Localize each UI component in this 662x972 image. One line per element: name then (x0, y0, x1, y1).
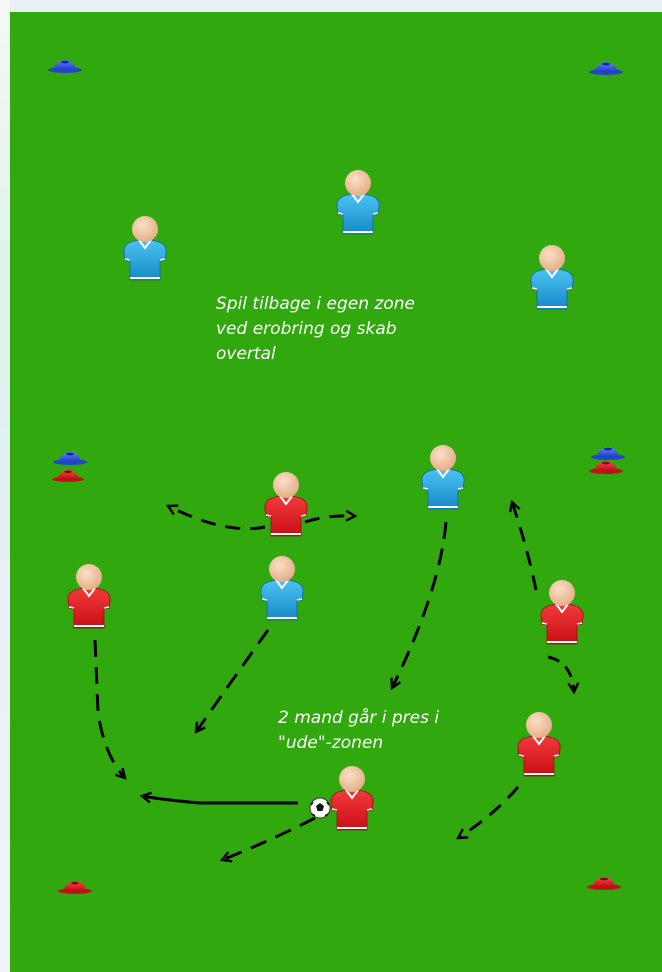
drill-note-top: Spil tilbage i egen zone ved erobring og… (216, 294, 415, 364)
blue-player-right (529, 245, 575, 310)
red-cone-bottom-right (587, 877, 621, 890)
arrow-ball-carrier-down (222, 816, 316, 860)
arrow-red-bottom-right (458, 786, 520, 838)
blue-cone-mid-left (53, 452, 87, 465)
arrow-red-right (304, 516, 355, 524)
blue-player-center (259, 556, 305, 621)
red-player-ball-carrier (329, 766, 375, 831)
background-strip (0, 0, 10, 972)
blue-player-left (122, 216, 168, 281)
blue-cone-mid-right (591, 447, 625, 460)
red-cone-bottom-left (58, 881, 92, 894)
blue-player-mid-right (420, 445, 466, 510)
arrow-red-left (168, 506, 266, 531)
red-cone-mid-left (52, 469, 84, 482)
red-cone-mid-right (589, 461, 623, 474)
blue-player-top (335, 170, 381, 235)
arrow-red-right-up (512, 502, 538, 591)
drill-note-bottom: 2 mand går i pres i "ude"-zonen (278, 708, 440, 753)
red-player-right (539, 580, 585, 645)
arrow-red-left-down (93, 639, 125, 778)
arrow-blue-mid-down (196, 629, 270, 732)
blue-cone-top-left (48, 60, 82, 73)
pitch (10, 12, 662, 972)
pass-arrow-ball (142, 796, 298, 805)
arrow-blue-top-down (392, 521, 448, 688)
red-player-left (66, 564, 112, 629)
blue-cone-top-right (589, 62, 623, 75)
soccer-ball-icon (309, 797, 331, 819)
red-player-bottom-right (516, 712, 562, 777)
red-player-top (263, 472, 309, 537)
arrow-red-right-down (547, 655, 574, 692)
